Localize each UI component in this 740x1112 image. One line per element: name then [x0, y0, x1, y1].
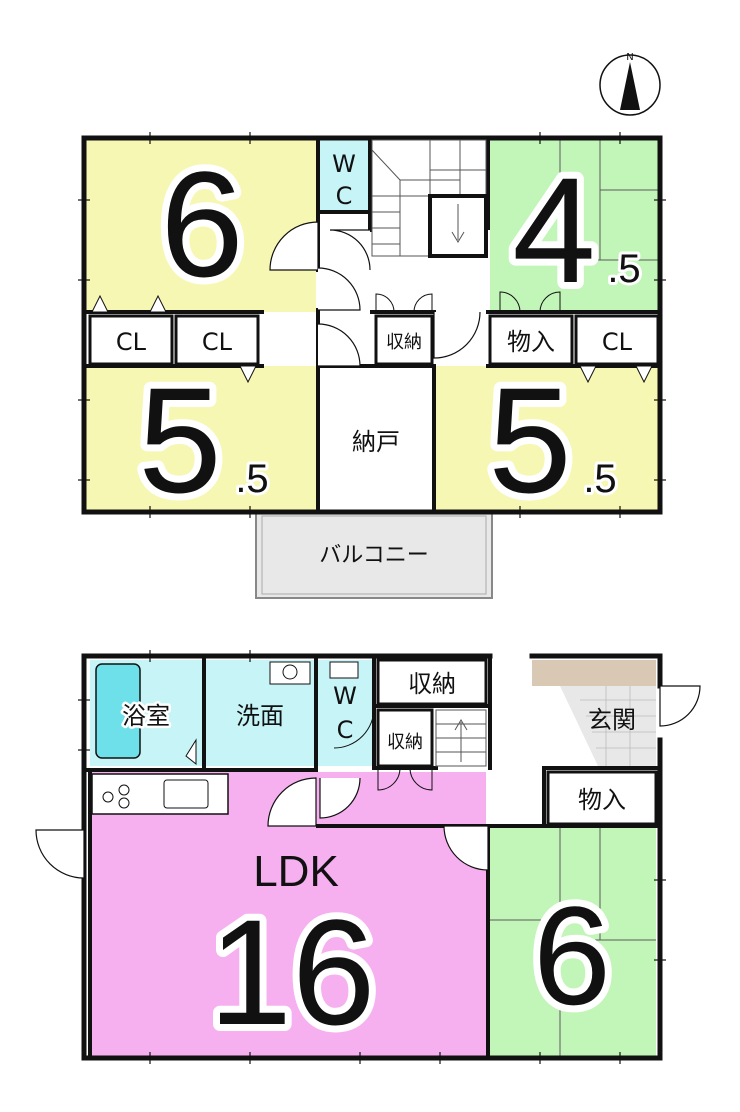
lower-wc-label-c: C [337, 716, 354, 744]
room-nw-number: 6 [160, 140, 243, 308]
ldk-number: 16 [209, 888, 376, 1056]
upper-floor: 6 4 .5 5 .5 5 .5 W C CL CL 物入 CL 収納 納戸 バ… [78, 132, 666, 599]
storage-monoire-upper-label: 物入 [507, 328, 555, 356]
bathtub [95, 663, 141, 759]
room-ne-4-5 [490, 140, 658, 312]
genkan-label: 玄関 [588, 706, 636, 734]
ldk-label: LDK [253, 847, 339, 896]
shuno-lower-small [376, 708, 434, 768]
storage-monoire-upper [488, 314, 574, 366]
washroom-label: 洗面 [236, 702, 284, 730]
bath-label: 浴室 [122, 702, 170, 730]
closet-cl-2-label: CL [202, 328, 233, 356]
room-sw-number: 5 [138, 356, 221, 524]
balcony-label: バルコニー [319, 543, 429, 568]
closet-cl-1-label: CL [116, 328, 147, 356]
room-sw-5-5 [86, 366, 316, 510]
nando-label: 納戸 [352, 428, 400, 456]
closet-cl-1 [88, 314, 174, 366]
kitchen-counter [91, 773, 229, 815]
genkan-tile [532, 660, 656, 686]
closet-cl-2 [174, 314, 260, 366]
shuno-upper [374, 314, 434, 366]
shuno-upper-label: 収納 [386, 332, 422, 353]
closet-cl-3 [574, 314, 660, 366]
room-ne-decimal: .5 [607, 247, 640, 291]
room-ne-number: 4 [512, 146, 595, 314]
shuno-lower-large-label: 収納 [408, 670, 456, 698]
room-se-5-5 [434, 366, 658, 510]
lower-floor: LDK 16 6 浴室 洗面 W C 収納 収納 玄関 物入 [35, 650, 701, 1064]
japanese-room-6 [490, 826, 656, 1056]
storage-monoire-lower [546, 770, 658, 826]
room-nw-6 [86, 140, 316, 312]
compass-north-label: N [626, 52, 633, 63]
shuno-lower-large [376, 658, 488, 706]
storage-monoire-lower-label: 物入 [578, 786, 626, 814]
upper-wc [320, 140, 368, 212]
room-sw-decimal: .5 [235, 457, 268, 501]
room-se-number: 5 [488, 356, 571, 524]
upper-wc-label-c: C [336, 182, 353, 210]
lower-stairs [435, 709, 487, 767]
room-se-decimal: .5 [583, 457, 616, 501]
closet-cl-3-label: CL [602, 328, 633, 356]
compass: N [599, 52, 661, 116]
japanese-room-number: 6 [533, 877, 611, 1034]
shuno-lower-small-label: 収納 [387, 732, 423, 753]
upper-wc-label-w: W [332, 150, 356, 178]
genkan-floor [560, 686, 656, 766]
lower-wc-label-w: W [333, 682, 357, 710]
